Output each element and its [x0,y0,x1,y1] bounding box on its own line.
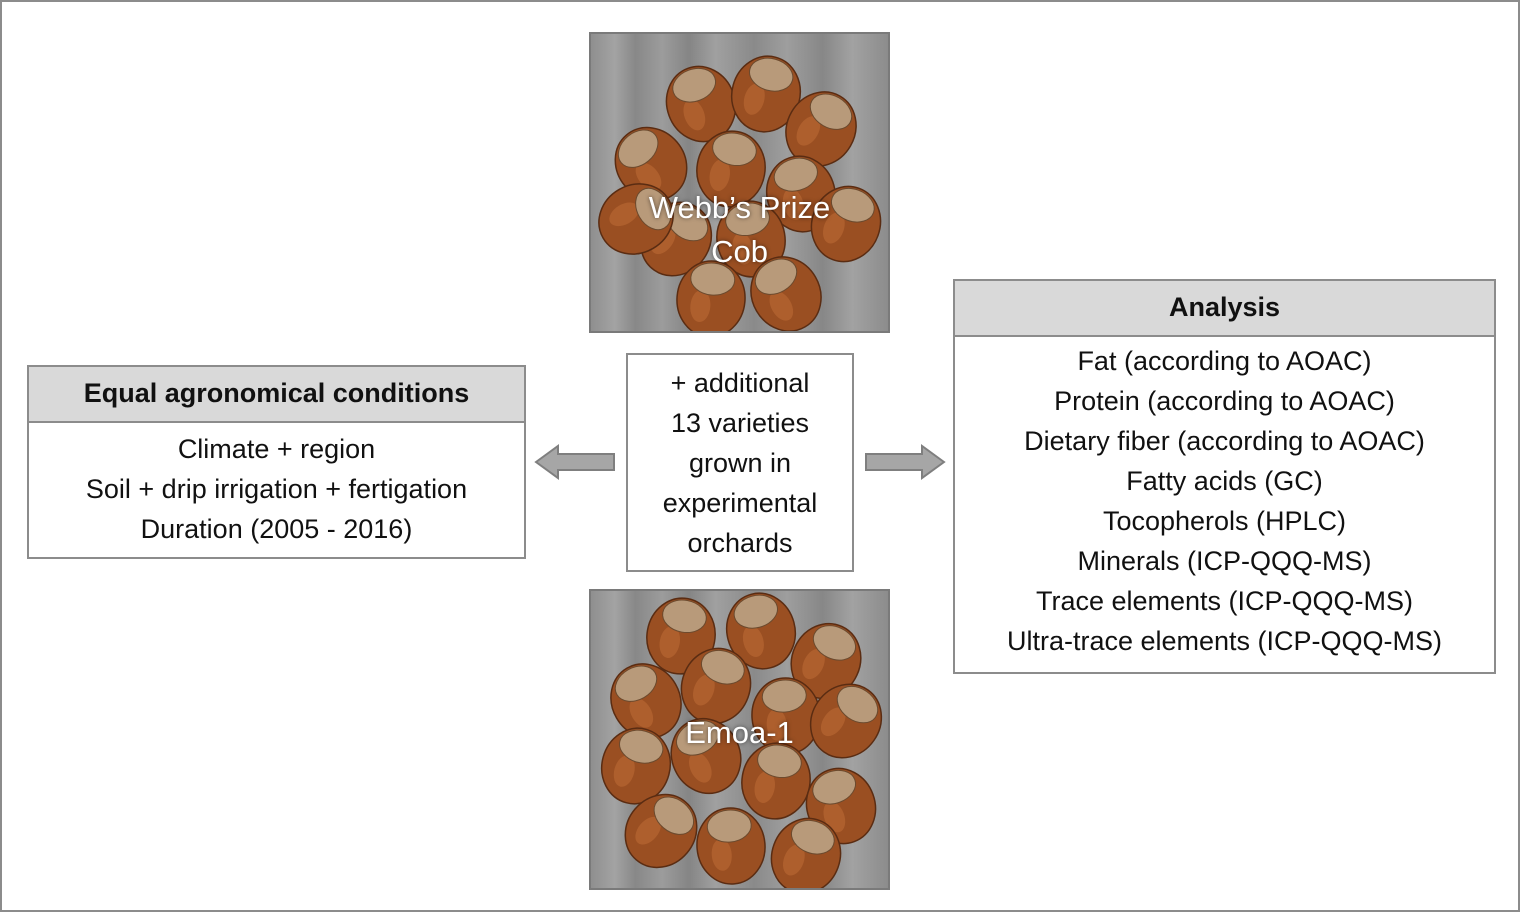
hazelnut-shape [610,663,682,739]
analysis-line: Tocopherols (HPLC) [1102,506,1347,536]
hazelnut-shape [696,807,766,885]
photo-label-line-2: Cob [711,234,768,269]
photo-label-line-1: Webb’s Prize [648,190,831,225]
hazelnut-shape [770,817,842,888]
analysis-line: Protein (according to AOAC) [1054,386,1395,416]
analysis-line: Trace elements (ICP-QQQ-MS) [1035,586,1414,616]
arrow-right-icon [865,444,946,480]
hazelnut-shape [676,260,746,331]
hazelnut-shape [600,727,672,805]
analysis-line: Fat (according to AOAC) [1077,346,1372,376]
analysis-header: Analysis [955,281,1494,337]
hazelnut-cluster-top [598,55,882,331]
analysis-line: Fatty acids (GC) [1126,466,1323,496]
analysis-line: Minerals (ICP-QQQ-MS) [1077,546,1372,576]
varieties-box: + additional 13 varieties grown in exper… [626,353,854,572]
analysis-line: Dietary fiber (according to AOAC) [1024,426,1425,456]
hazelnut-shape [790,622,862,700]
hazelnut-shape [716,200,786,278]
arrow-left-icon [534,444,615,480]
hazelnut-shape [785,91,857,167]
varieties-line: grown in [688,448,792,478]
hazelnut-shape [680,647,752,725]
hazelnut-shape [741,742,811,820]
hazelnut-shape [624,793,698,869]
hazelnut-shape [810,185,882,263]
varieties-line: + additional [670,368,810,398]
hazelnut-shape [750,256,822,331]
hazelnut-shape [809,683,883,759]
hazelnut-shape [598,183,674,255]
hazelnut-shape [725,592,797,670]
hazelnut-shape [614,126,688,202]
conditions-box: Equal agronomical conditions Climate + r… [27,365,526,559]
analysis-line: Ultra-trace elements (ICP-QQQ-MS) [1006,626,1443,656]
conditions-body: Climate + region Soil + drip irrigation … [29,423,524,549]
varieties-body: + additional 13 varieties grown in exper… [628,355,852,563]
hazelnut-shape [751,677,821,755]
analysis-box: Analysis Fat (according to AOAC) Protein… [953,279,1496,674]
varieties-line: experimental [662,488,818,518]
hazelnut-shape [696,130,766,208]
analysis-body: Fat (according to AOAC) Protein (accordi… [955,337,1494,661]
hazelnut-shape [730,55,802,133]
conditions-line: Soil + drip irrigation + fertigation [85,474,468,504]
hazelnut-shape [765,155,837,233]
conditions-line: Climate + region [177,434,376,464]
photo-webbs-prize-cob: Webb’s Prize Cob [589,32,890,333]
photo-label-emoa-1: Emoa-1 [685,715,794,750]
conditions-line: Duration (2005 - 2016) [140,514,413,544]
varieties-line: 13 varieties [670,408,810,438]
hazelnut-shape [665,65,737,143]
hazelnut-shape [670,717,742,795]
varieties-line: orchards [687,528,793,558]
conditions-header: Equal agronomical conditions [29,367,524,423]
hazelnut-cluster-bottom [600,592,883,888]
photo-label-webbs-prize-cob: Webb’s Prize Cob [591,186,888,274]
photo-emoa-1: Emoa-1 [589,589,890,890]
